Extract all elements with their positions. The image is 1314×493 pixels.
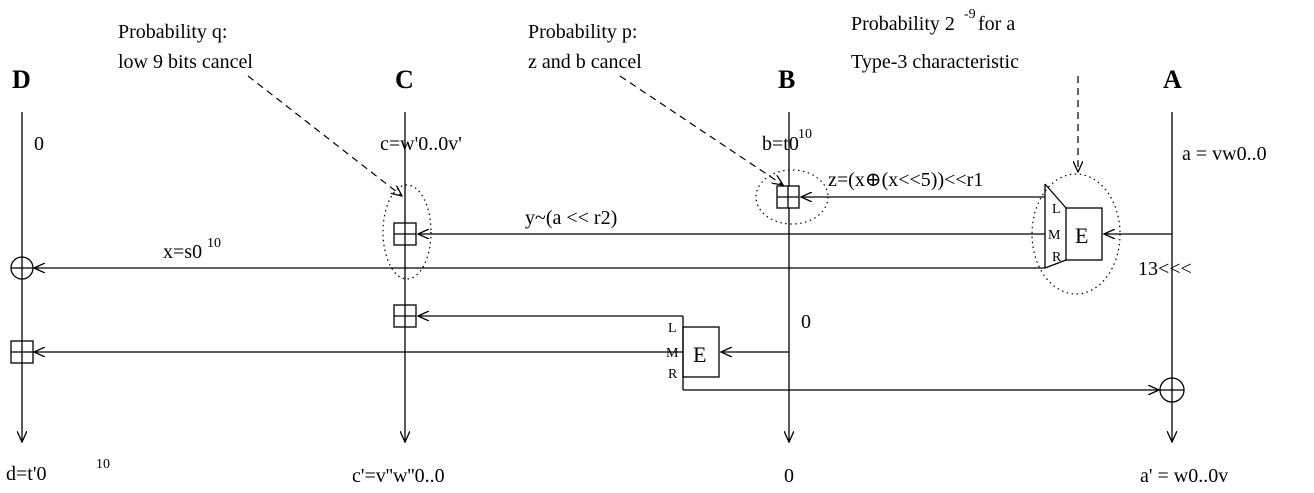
e-box-top-port-m: M: [1048, 228, 1061, 243]
annotation-type3-exponent: -9: [964, 7, 976, 22]
label-z: z=(x⊕(x<<5))<<r1: [828, 169, 983, 191]
e-box-bottom-port-m: M: [666, 346, 679, 361]
column-b-header: B: [778, 65, 795, 94]
annotation-type3-line2: Type-3 characteristic: [851, 51, 1019, 73]
column-d-bottom-exponent: 10: [96, 457, 110, 472]
column-b-bottom-value: 0: [784, 465, 794, 487]
label-x-exponent: 10: [207, 236, 221, 251]
label-y: y~(a << r2): [525, 207, 617, 229]
annotation-type3-line1-post: for a: [978, 13, 1015, 35]
label-x: x=s0: [163, 241, 202, 263]
column-a-header: A: [1163, 65, 1182, 94]
column-c-header: C: [395, 65, 414, 94]
annotation-q-line1: Probability q:: [118, 21, 227, 43]
annotation-p-line2: z and b cancel: [528, 51, 642, 73]
e-box-bottom-label: E: [693, 342, 706, 367]
column-c-top-value: c=w'0..0v': [380, 133, 462, 155]
e-box-top-port-r: R: [1052, 250, 1062, 265]
e-box-bottom: [682, 326, 720, 378]
column-d-bottom-value: d=t'0: [6, 463, 46, 485]
column-d-top-value: 0: [34, 133, 44, 155]
e-box-top-label: E: [1075, 223, 1088, 248]
rotation-label: 13<<<: [1138, 258, 1192, 280]
e-box-top: [1065, 207, 1103, 261]
column-a-bottom-value: a' = w0..0v: [1140, 465, 1228, 487]
e-box-top-connector-upper: [1044, 183, 1067, 209]
column-b-top-exponent: 10: [798, 127, 812, 142]
pointer-p: [619, 75, 783, 185]
e-box-bottom-port-r: R: [668, 367, 678, 382]
column-d-header: D: [12, 65, 31, 94]
column-b-top-value: b=t0: [762, 133, 799, 155]
annotation-p-line1: Probability p:: [528, 21, 637, 43]
e-box-top-connector-lower: [1044, 259, 1067, 269]
annotation-q-line2: low 9 bits cancel: [118, 51, 253, 73]
column-b-mid-value: 0: [801, 311, 811, 333]
annotation-type3-line1-pre: Probability 2: [851, 13, 955, 35]
column-c-bottom-value: c'=v''w''0..0: [352, 465, 445, 487]
e-box-top-port-l: L: [1052, 202, 1061, 217]
pointer-q: [247, 75, 402, 196]
column-a-top-value: a = vw0..0: [1182, 143, 1267, 165]
e-box-bottom-port-l: L: [668, 321, 677, 336]
highlight-ellipse-q: [382, 184, 432, 280]
